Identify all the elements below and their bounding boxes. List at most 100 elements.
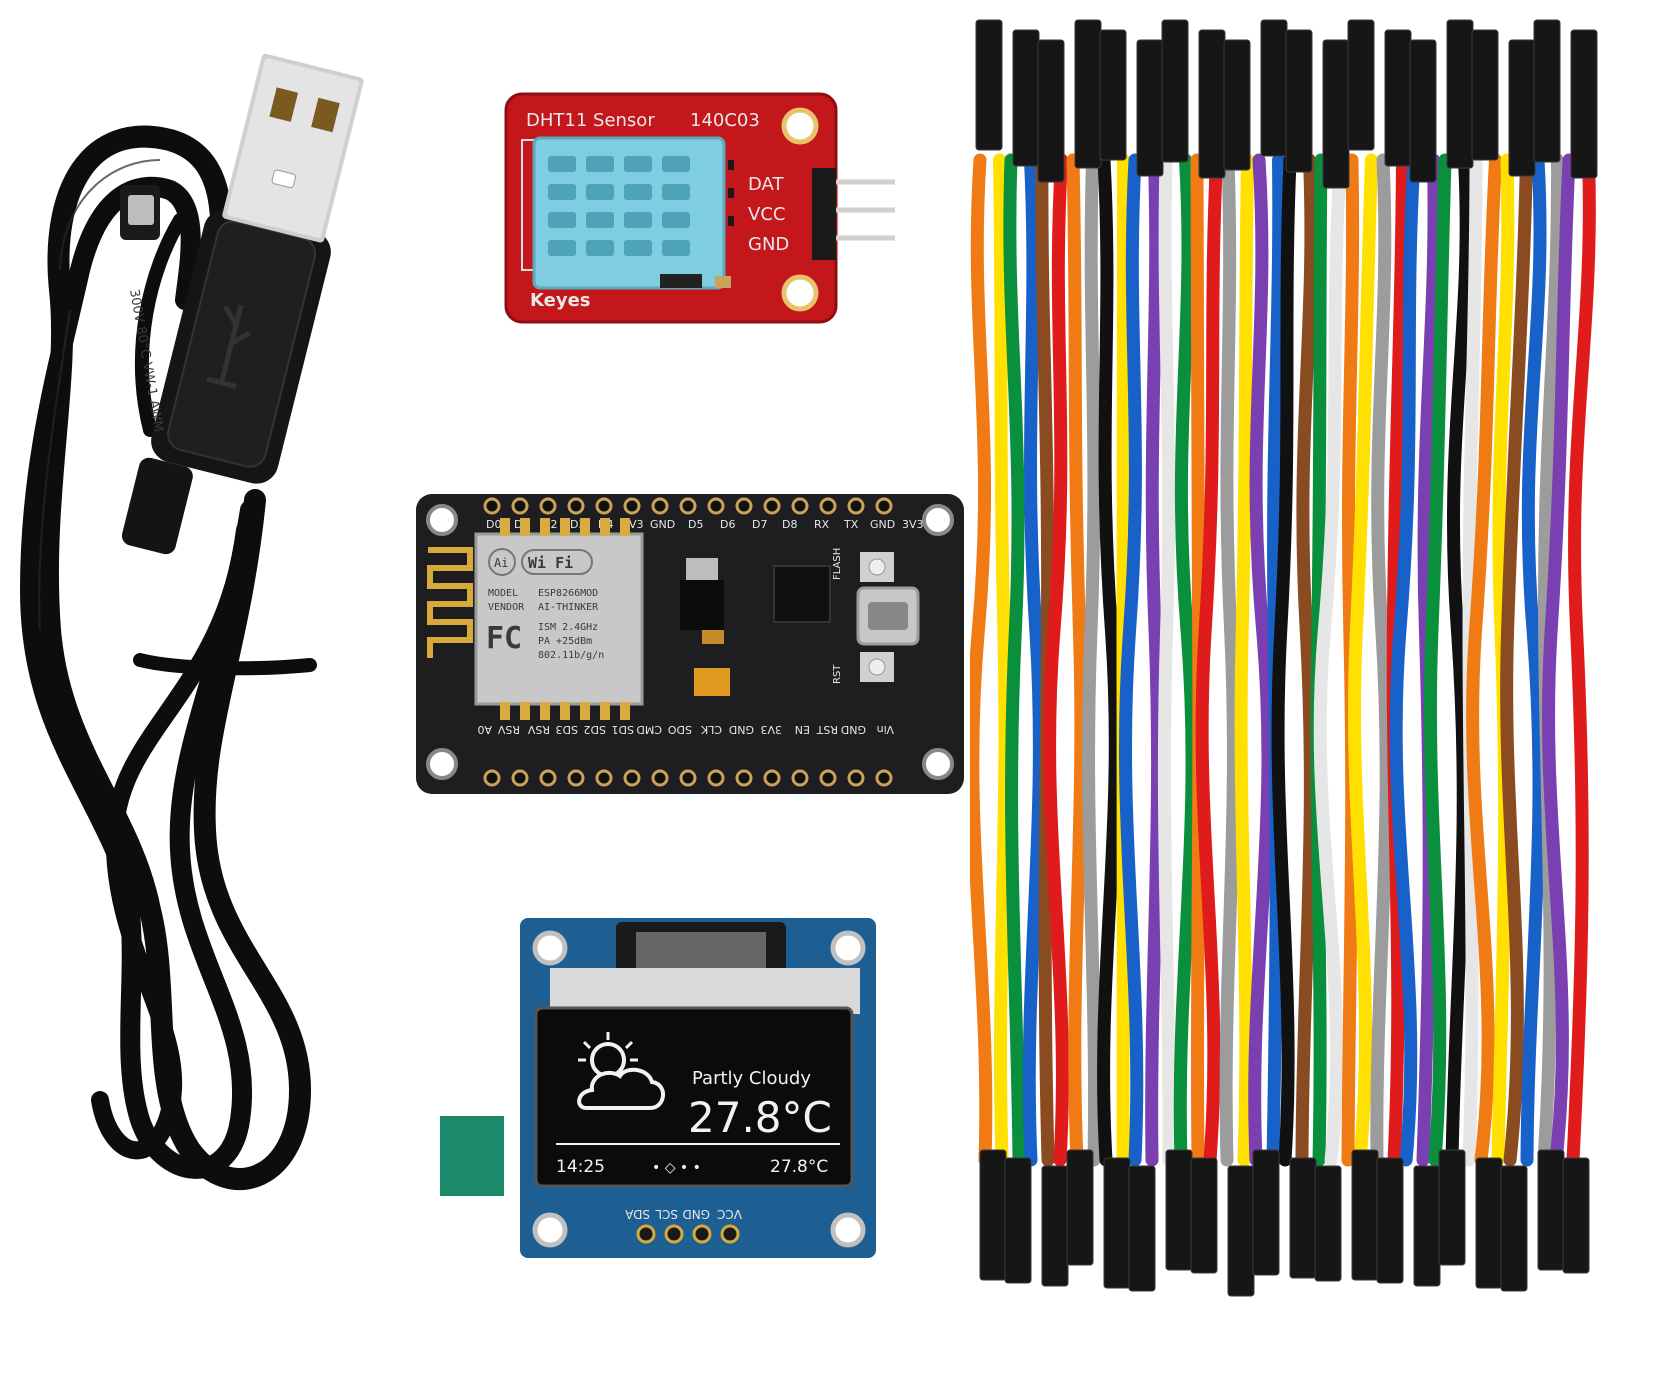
dupont-housing <box>979 1149 1007 1281</box>
pin-pad <box>483 497 501 515</box>
voltage-regulator <box>680 580 724 630</box>
bottom-pin-label: A0 <box>477 723 492 736</box>
jumper-wire <box>1341 153 1360 1167</box>
pin-pad <box>763 497 781 515</box>
dupont-housing <box>1384 29 1412 167</box>
pin-pad <box>679 497 697 515</box>
dupont-housing <box>1533 19 1561 163</box>
pin-label-vcc: VCC <box>748 204 785 225</box>
jumper-wire <box>1157 153 1176 1167</box>
top-pin-label: GND <box>870 518 895 531</box>
bottom-pin-label: GND <box>729 723 754 736</box>
pin-pad <box>567 497 585 515</box>
jumper-wire <box>1520 153 1547 1167</box>
antenna-trace <box>427 547 473 658</box>
weather-condition: Partly Cloudy <box>692 1068 811 1089</box>
pin-pad <box>539 769 557 787</box>
jumper-wire <box>1462 153 1483 1167</box>
jumper-wire <box>1295 153 1318 1167</box>
module-model: ESP8266MOD <box>538 588 598 599</box>
dupont-housing <box>1128 1165 1156 1292</box>
pin-pad <box>707 769 725 787</box>
clock-time: 14:25 <box>556 1157 605 1177</box>
current-temperature: 27.8°C <box>688 1093 832 1142</box>
jumper-wire <box>1466 153 1502 1167</box>
nodemcu-board: D0 D2 D2 D3 D4 3V3 GND D5 D6 D7 D8 RX TX… <box>416 494 964 794</box>
bottom-pin-label: Vin <box>877 723 894 736</box>
jumper-wire <box>1082 153 1102 1167</box>
rst-label: RST <box>832 664 843 684</box>
oled-pin-label: GND <box>682 1207 710 1221</box>
bottom-pin-label: CMD <box>636 723 662 736</box>
jumper-wire <box>1500 153 1533 1167</box>
jumper-wire <box>1022 153 1046 1167</box>
top-pin-label: 3V3 <box>902 518 924 531</box>
jumper-wire <box>1310 153 1328 1167</box>
dupont-housing <box>1066 1149 1094 1266</box>
module-model-label: MODEL <box>488 588 518 599</box>
top-pin-label: GND <box>650 518 675 531</box>
pin-pad <box>847 769 865 787</box>
jumper-wire <box>1145 153 1165 1167</box>
wifi-logo-text: Wi Fi <box>528 554 573 572</box>
jumper-wire <box>1066 153 1088 1167</box>
top-pin-row <box>483 497 893 515</box>
dupont-housing <box>1136 39 1164 177</box>
top-pin-label: D7 <box>752 518 767 531</box>
usb-uart-chip <box>773 565 831 623</box>
jumper-wire-bundle <box>970 19 1598 1297</box>
jumper-wire <box>1003 153 1026 1167</box>
pin-pad <box>511 769 529 787</box>
dupont-housing <box>1475 1157 1503 1289</box>
bottom-pin-label: SDO <box>668 723 692 736</box>
module-band: ISM 2.4GHz <box>538 622 598 633</box>
dupont-housing <box>1252 1149 1280 1276</box>
capacitor <box>694 668 730 696</box>
dupont-housing <box>1438 1149 1466 1266</box>
dupont-housing <box>1103 1157 1131 1289</box>
dupont-housing <box>1004 1157 1032 1284</box>
bottom-pin-label: RSV <box>497 723 520 736</box>
flash-label: FLASH <box>832 548 843 580</box>
top-pin-label: TX <box>843 518 859 531</box>
jumper-wire <box>1271 153 1297 1167</box>
micro-usb-plug <box>120 185 160 240</box>
module-vendor-label: VENDOR <box>488 602 525 613</box>
module-power: PA +25dBm <box>538 636 592 647</box>
jumper-wire <box>1542 153 1576 1167</box>
bottom-pin-label: SD3 <box>556 723 578 736</box>
dht11-brand: Keyes <box>530 290 591 311</box>
dupont-housing <box>1347 19 1375 151</box>
pin-pad <box>819 497 837 515</box>
top-pin-label: D8 <box>782 518 797 531</box>
fcc-logo: FC <box>486 621 522 656</box>
jumper-wire <box>1173 153 1199 1167</box>
jumper-wire <box>1248 153 1275 1167</box>
dupont-housing <box>1285 29 1313 173</box>
pin-header <box>812 168 836 260</box>
pin-pad <box>875 497 893 515</box>
jumper-wire <box>1537 153 1565 1167</box>
top-pin-label: D0 <box>486 518 501 531</box>
dupont-housing <box>1446 19 1474 169</box>
pin-pad <box>679 769 697 787</box>
dupont-housing <box>1471 29 1499 161</box>
pin-pad <box>791 497 809 515</box>
jumper-wire <box>1219 153 1240 1167</box>
bottom-pin-label: RSV <box>527 723 550 736</box>
pin-pad <box>735 769 753 787</box>
jumper-wire <box>1370 153 1393 1167</box>
bottom-pin-label: EN <box>795 723 810 736</box>
dht11-sensor-board: DHT11 Sensor 140C03 DAT VCC GND Keyes <box>504 92 895 324</box>
pin-label-dat: DAT <box>748 174 784 195</box>
dupont-housing <box>1314 1165 1342 1282</box>
oled-pin-label: VCC <box>717 1207 742 1221</box>
dupont-housing <box>1508 39 1536 177</box>
jumper-wire <box>1118 153 1144 1167</box>
dupont-housing <box>1227 1165 1255 1297</box>
pin-pad <box>819 769 837 787</box>
pin-pad <box>511 497 529 515</box>
dht11-title: DHT11 Sensor <box>526 110 655 131</box>
jumper-wire <box>1097 153 1122 1167</box>
